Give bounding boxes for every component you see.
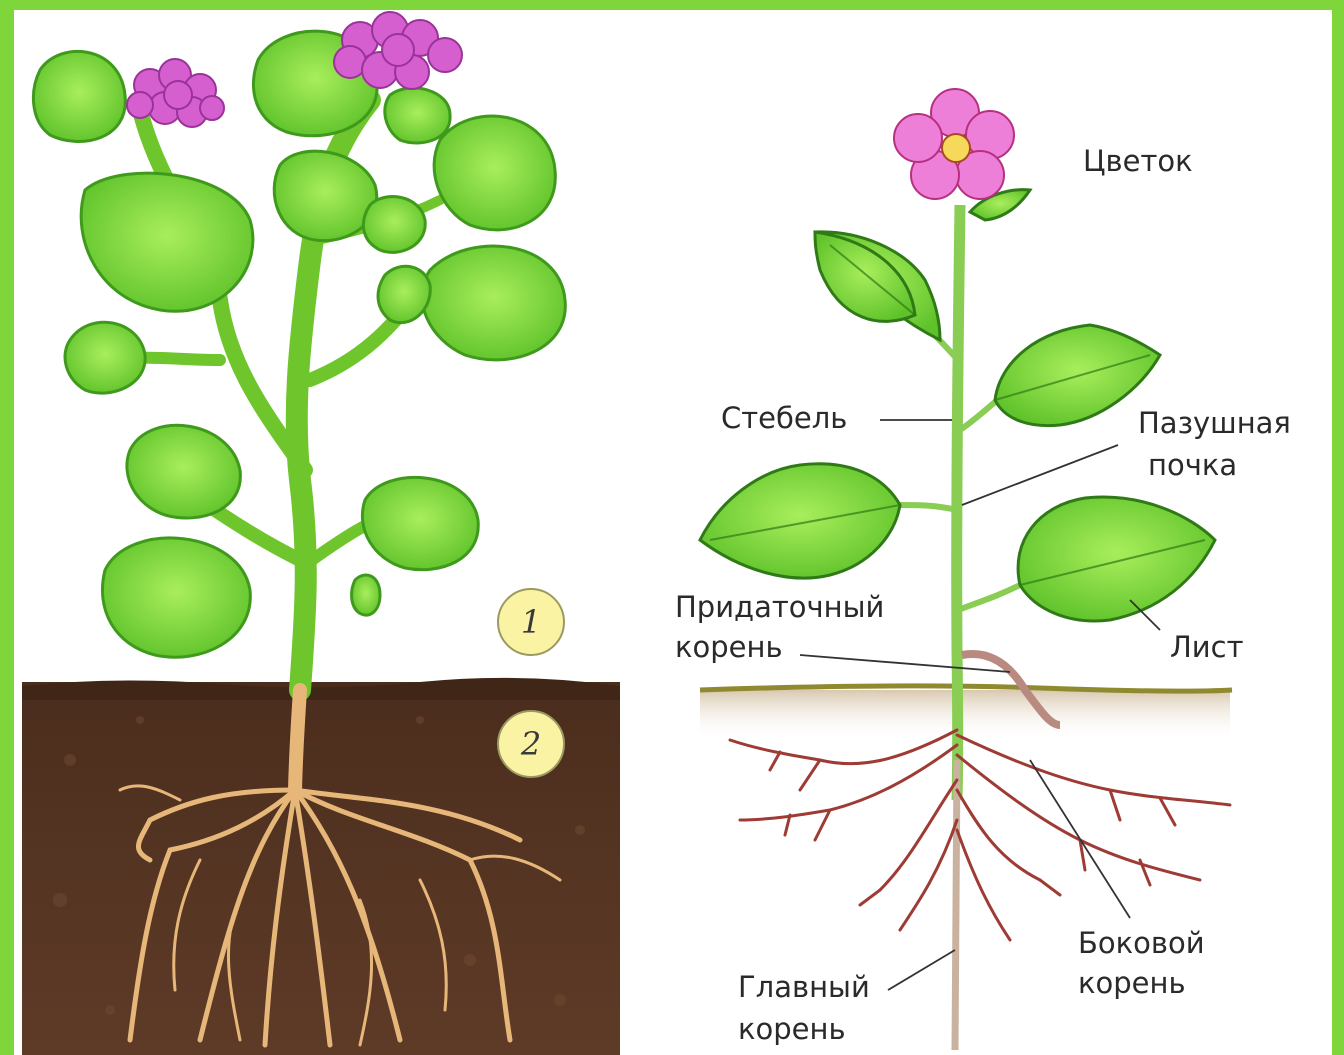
ground-shadow — [700, 690, 1230, 740]
label-flower: Цветок — [1083, 144, 1193, 178]
label-adventitious-root-2: корень — [675, 630, 783, 664]
label-lateral-root-1: Боковой — [1078, 926, 1205, 960]
right-stem — [957, 205, 960, 800]
label-axillary-bud-1: Пазушная — [1138, 406, 1291, 440]
label-main-root-2: корень — [738, 1012, 846, 1046]
label-adventitious-root-1: Придаточный — [675, 590, 884, 624]
right-flower — [894, 89, 1014, 199]
marker-1: 1 — [497, 588, 565, 656]
left-plant — [22, 12, 620, 1055]
soil-surface — [22, 678, 620, 700]
label-stem: Стебель — [721, 401, 847, 435]
right-plant — [700, 89, 1232, 1050]
label-axillary-bud-2: почка — [1148, 448, 1237, 482]
label-leaf: Лист — [1170, 630, 1244, 664]
marker-2: 2 — [497, 710, 565, 778]
label-lateral-root-2: корень — [1078, 966, 1186, 1000]
label-main-root-1: Главный — [738, 970, 870, 1004]
right-roots — [730, 730, 1230, 940]
